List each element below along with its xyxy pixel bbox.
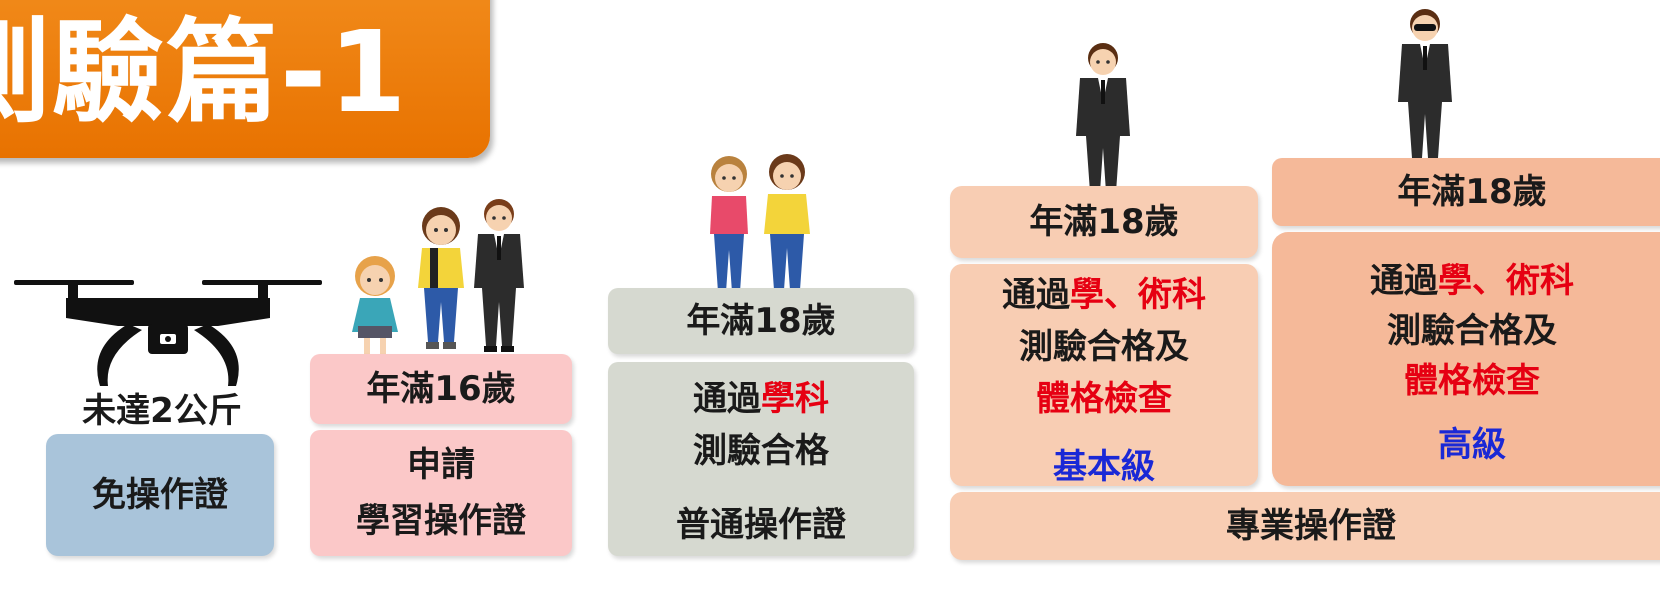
page-title: 測驗篇-1 <box>0 0 490 158</box>
pro-license-label: 專業操作證 <box>1226 506 1396 546</box>
pro-license-box: 專業操作證 <box>950 492 1660 560</box>
general-license-box: 通過學科 測驗合格 普通操作證 <box>608 362 914 556</box>
general-pass-red: 學科 <box>761 379 829 419</box>
drone-icon <box>14 280 322 386</box>
general-pass-prefix: 通過 <box>693 379 761 419</box>
pro-basic-pass-red: 學、術科 <box>1070 275 1206 315</box>
learner-license-box: 申請 學習操作證 <box>310 430 572 556</box>
pro-basic-box: 通過學、術科 測驗合格及 體格檢查 基本級 <box>950 264 1258 487</box>
businessman-icon <box>474 199 524 352</box>
pro-basic-age-label: 年滿18歲 <box>1029 202 1179 242</box>
teen-girl-icon <box>710 156 748 298</box>
pro-advanced-pass-prefix: 通過 <box>1370 261 1438 301</box>
pro-basic-level: 基本級 <box>1053 447 1155 487</box>
general-license-label: 普通操作證 <box>676 505 846 545</box>
teen-boy-icon <box>764 154 810 296</box>
general-age-box: 年滿18歲 <box>608 288 914 354</box>
general-age-label: 年滿18歲 <box>686 301 836 341</box>
pro-advanced-level: 高級 <box>1438 425 1506 465</box>
pro-advanced-pass-line3: 體格檢查 <box>1404 361 1540 401</box>
pro-advanced-pass-line2: 測驗合格及 <box>1387 311 1557 351</box>
pro-advanced-box: 通過學、術科 測驗合格及 體格檢查 高級 <box>1272 232 1660 486</box>
pro-advanced-pass-red: 學、術科 <box>1438 261 1574 301</box>
child-icon <box>352 256 398 362</box>
learner-age-label: 年滿16歲 <box>366 369 516 409</box>
teen-boy-icon <box>418 207 464 349</box>
pro-basic-pass-prefix: 通過 <box>1002 275 1070 315</box>
learner-line2: 學習操作證 <box>356 501 526 541</box>
exempt-license-box: 免操作證 <box>46 434 274 556</box>
learner-line1: 申請 <box>407 445 475 485</box>
exempt-condition: 未達2公斤 <box>82 391 242 431</box>
pro-advanced-age-label: 年滿18歲 <box>1397 172 1547 212</box>
learner-age-box: 年滿16歲 <box>310 354 572 424</box>
pro-advanced-age-box: 年滿18歲 <box>1272 158 1660 226</box>
pro-basic-pass-line2: 測驗合格及 <box>1019 327 1189 367</box>
exempt-license-label: 免操作證 <box>92 475 228 515</box>
suited-man-sunglasses-icon <box>1398 9 1452 164</box>
pro-basic-age-box: 年滿18歲 <box>950 186 1258 258</box>
general-pass-line2: 測驗合格 <box>693 431 829 471</box>
pro-basic-pass-line3: 體格檢查 <box>1036 379 1172 419</box>
pro-basic-pass-line1: 通過學、術科 <box>1002 272 1206 318</box>
general-pass-line1: 通過學科 <box>693 376 829 422</box>
pro-advanced-pass-line1: 通過學、術科 <box>1370 258 1574 304</box>
suited-man-icon <box>1076 43 1130 198</box>
